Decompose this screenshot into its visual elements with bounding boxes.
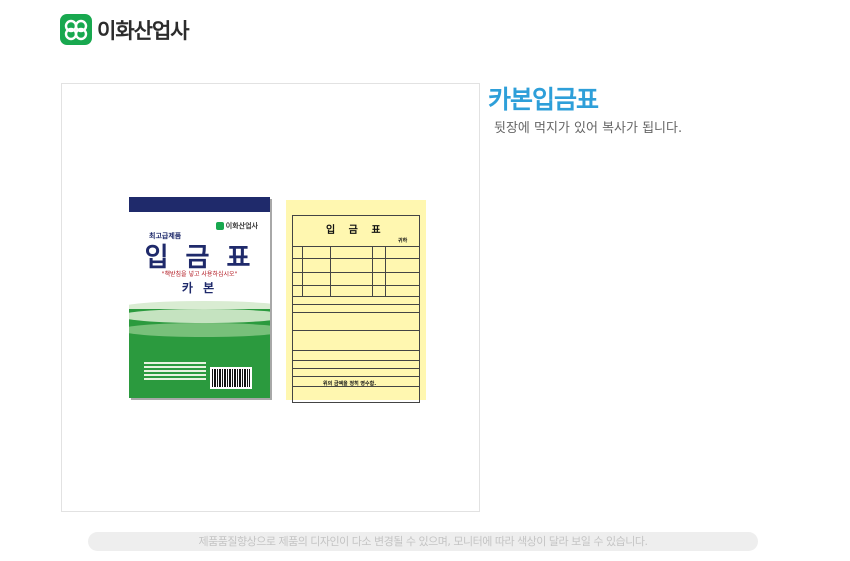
cover-brand-icon (215, 222, 224, 230)
form-rule (372, 246, 373, 296)
receipt-form-image: 입 금 표 귀하 위의 금액을 정히 영수함. (286, 200, 426, 403)
cover-wave (129, 323, 270, 337)
product-image-frame: 이화산업사 최고급제품 입 금 표 "책받침을 넣고 사용하십시오" 카 본 입… (61, 83, 480, 512)
form-rule (292, 312, 419, 313)
cover-title: 입 금 표 (144, 243, 255, 273)
form-rule (292, 386, 419, 387)
logo-clover-icon (60, 14, 92, 45)
form-rule (292, 296, 419, 297)
form-rule (292, 258, 419, 259)
footer-disclaimer: 제품품질향상으로 제품의 디자인이 다소 변경될 수 있으며, 모니터에 따라 … (88, 532, 758, 551)
form-recipient: 귀하 (398, 238, 408, 244)
product-cover-image: 이화산업사 최고급제품 입 금 표 "책받침을 넣고 사용하십시오" 카 본 (129, 197, 270, 398)
cover-subtitle: 카 본 (181, 281, 218, 295)
form-rule (292, 246, 419, 247)
logo-text: 이화산업사 (97, 18, 190, 43)
product-description: 뒷장에 먹지가 있어 복사가 됩니다. (494, 121, 683, 136)
form-rule (292, 350, 419, 351)
form-rule (385, 246, 386, 296)
company-logo[interactable]: 이화산업사 (60, 14, 190, 45)
form-rule (302, 246, 303, 296)
cover-fine-print (144, 362, 206, 384)
form-rule (292, 285, 419, 286)
cover-brand-text: 이화산업사 (225, 222, 258, 230)
form-rule (292, 304, 419, 305)
form-footer: 위의 금액을 정히 영수함. (323, 381, 377, 387)
cover-top-band (129, 197, 270, 212)
cover-caption: "책받침을 넣고 사용하십시오" (161, 271, 238, 278)
form-rule (330, 246, 331, 296)
form-border (292, 215, 420, 403)
form-rule (292, 272, 419, 273)
product-title: 카본입금표 (488, 85, 599, 114)
cover-small-label: 최고급제품 (149, 232, 182, 240)
form-rule (292, 330, 419, 331)
barcode-image (210, 367, 252, 389)
cover-brand: 이화산업사 (215, 221, 258, 231)
form-heading: 입 금 표 (326, 225, 386, 236)
cover-wave (129, 309, 270, 323)
form-rule (292, 368, 419, 369)
form-rule (292, 360, 419, 361)
form-rule (292, 376, 419, 377)
